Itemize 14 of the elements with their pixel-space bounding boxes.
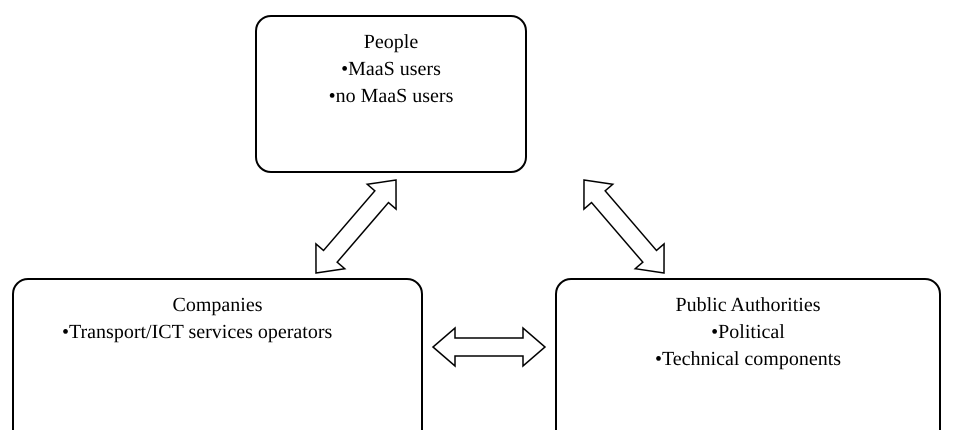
bullet-item: •Technical components: [654, 347, 842, 372]
bullet-item: •Political: [710, 320, 786, 345]
bullet-item: •no MaaS users: [328, 84, 454, 109]
rounded-box: [12, 278, 423, 430]
box-heading: People: [362, 30, 420, 55]
bullet-item: •MaaS users: [340, 57, 442, 82]
rounded-box: [255, 15, 527, 173]
double-block-arrow: [583, 179, 665, 274]
double-block-arrow: [432, 326, 546, 368]
bullet-item: •Transport/ICT services operators: [62, 320, 334, 345]
double-block-arrow: [315, 179, 397, 274]
box-heading: Companies: [172, 293, 264, 318]
box-heading: Public Authorities: [674, 293, 822, 318]
rounded-box: [555, 278, 941, 430]
